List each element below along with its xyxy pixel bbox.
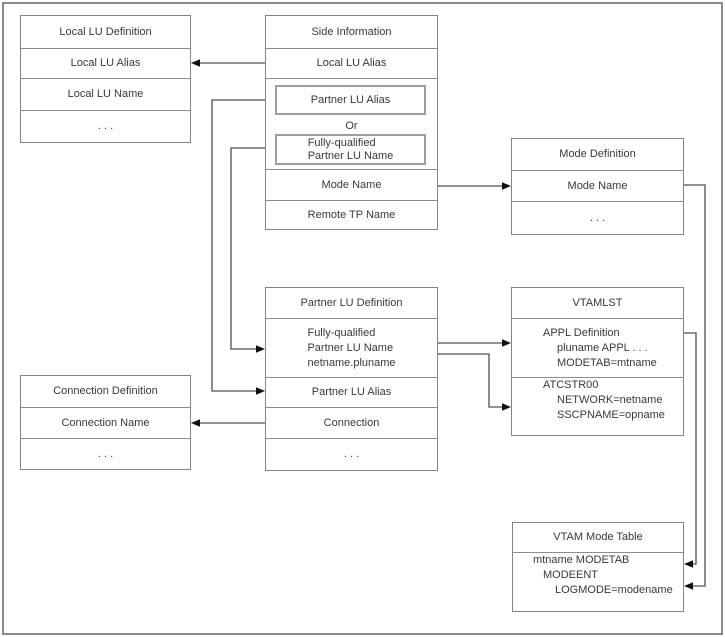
arrowhead-left-modetable-lower	[684, 582, 693, 590]
side-information-box: Side Information Local LU Alias Partner …	[265, 15, 438, 230]
mode-definition-mode-name-row: Mode Name	[512, 170, 683, 201]
fully-qualified-line2: Partner LU Name	[307, 149, 394, 162]
vtamlst-appl-row: APPL Definition pluname APPL . . . MODET…	[512, 318, 683, 377]
connector-modedef-to-modetable	[684, 184, 706, 587]
partner-lu-connection-row: Connection	[266, 407, 437, 438]
sscpname-line: SSCPNAME=opname	[557, 409, 665, 421]
vtamlst-box: VTAMLST APPL Definition pluname APPL . .…	[511, 287, 684, 436]
side-info-mode-name-row: Mode Name	[266, 169, 437, 200]
mode-definition-title: Mode Definition	[559, 148, 636, 160]
connection-name-row: Connection Name	[21, 407, 190, 438]
partner-lu-fq-line3: netname.pluname	[307, 356, 396, 369]
partner-lu-fq-line2: Partner LU Name	[307, 341, 394, 354]
local-lu-definition-title: Local LU Definition	[59, 25, 152, 38]
local-lu-definition-box: Local LU Definition Local LU Alias Local…	[20, 15, 191, 143]
connection-ellipsis-row: . . .	[21, 438, 190, 469]
mtname-modetab-line: mtname MODETAB	[533, 554, 630, 566]
arrowhead-right-partner-lu-alias	[256, 387, 265, 395]
partner-lu-ellipsis-row: . . .	[266, 438, 437, 470]
vtam-mode-table-box: VTAM Mode Table mtname MODETAB MODEENT L…	[512, 522, 684, 612]
connection-definition-box: Connection Definition Connection Name . …	[20, 375, 191, 470]
arrowhead-right-fully-qualified	[256, 345, 265, 353]
vtam-mode-table-title: VTAM Mode Table	[553, 531, 643, 543]
network-line: NETWORK=netname	[557, 394, 663, 406]
fully-qualified-line1: Fully-qualified	[307, 136, 376, 149]
modetab-line: MODETAB=mtname	[557, 356, 657, 369]
connector-vtamlst-to-modetable	[684, 332, 697, 565]
arrowhead-left-local-lu-alias	[191, 59, 200, 67]
connector-fq-to-atcstr	[438, 353, 504, 408]
vtam-mode-table-content: mtname MODETAB MODEENT LOGMODE=modename	[513, 552, 683, 598]
partner-lu-definition-title: Partner LU Definition	[300, 296, 403, 309]
modeent-line: MODEENT	[543, 569, 598, 581]
partner-lu-fq-line1: Fully-qualified	[307, 326, 376, 339]
side-information-title: Side Information	[311, 25, 392, 38]
logmode-line: LOGMODE=modename	[555, 584, 673, 596]
local-lu-ellipsis-row: . . .	[21, 110, 190, 142]
side-info-local-lu-alias-row: Local LU Alias	[266, 48, 437, 78]
connector-partner-lu-alias	[211, 99, 274, 392]
arrowhead-right-mode-name	[502, 182, 511, 190]
partner-lu-alias-row: Partner LU Alias	[266, 377, 437, 407]
local-lu-alias-row: Local LU Alias	[21, 48, 190, 78]
pluname-appl-line: pluname APPL . . .	[557, 341, 648, 354]
vtamlst-title: VTAMLST	[572, 296, 623, 309]
arrowhead-left-modetable-upper	[684, 560, 693, 568]
vtamlst-atcstr-row: ATCSTR00 NETWORK=netname SSCPNAME=opname	[512, 377, 683, 423]
remote-tp-name-row: Remote TP Name	[266, 200, 437, 229]
local-lu-name-row: Local LU Name	[21, 78, 190, 110]
partner-lu-alias-inner-box: Partner LU Alias	[275, 85, 426, 115]
appl-definition-line: APPL Definition	[543, 326, 620, 339]
arrowhead-right-appl	[502, 339, 511, 347]
atcstr00-line: ATCSTR00	[543, 379, 599, 391]
mode-definition-ellipsis-row: . . .	[512, 201, 683, 234]
or-label: Or	[345, 120, 358, 132]
connector-fully-qualified	[230, 147, 274, 350]
mode-definition-box: Mode Definition Mode Name . . .	[511, 138, 684, 235]
arrowhead-right-atcstr	[502, 403, 511, 411]
connection-definition-title: Connection Definition	[53, 385, 158, 397]
arrowhead-left-connection-name	[191, 419, 200, 427]
